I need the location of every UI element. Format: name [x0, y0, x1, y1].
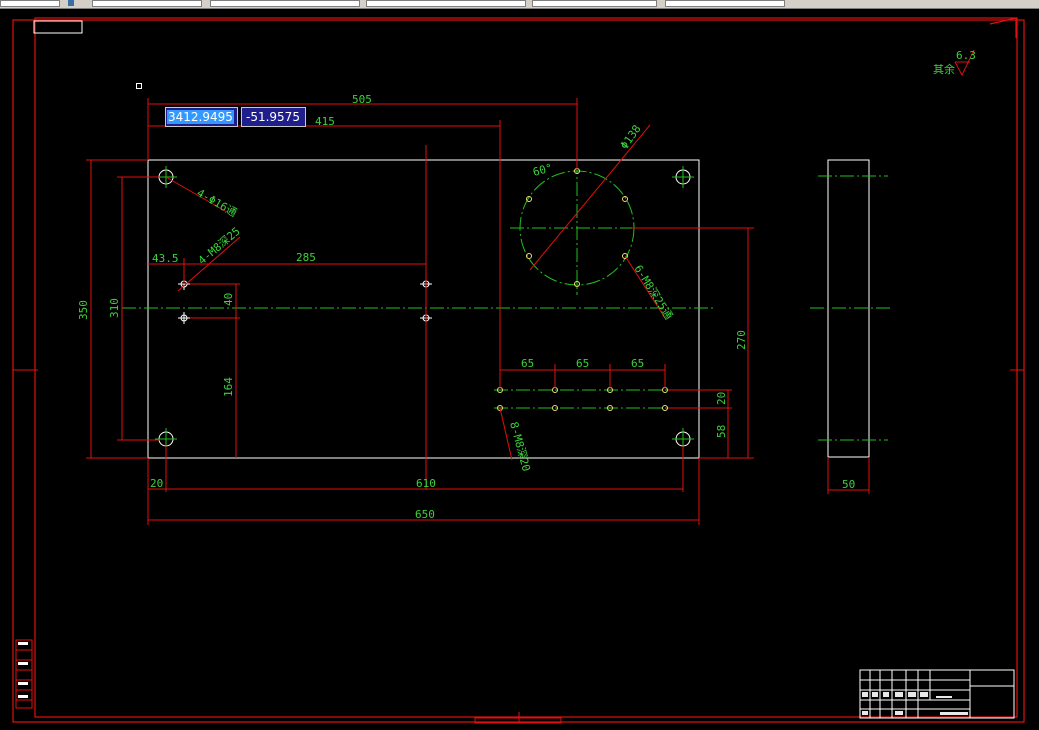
roughness-value: 6.3: [956, 49, 976, 62]
top-toolbar: [0, 0, 1039, 9]
dim-65-b: 65: [576, 357, 589, 370]
dim-58: 58: [715, 425, 728, 438]
toolbar-field-2[interactable]: [92, 0, 202, 7]
drawing-title-box: [33, 20, 83, 34]
centering-marks: [13, 369, 1024, 722]
dim-310: 310: [108, 298, 121, 318]
toolbar-field-1[interactable]: [0, 0, 60, 7]
dimension-lines: [86, 98, 870, 525]
callout-m8-eight: 8-M8深20: [507, 420, 533, 472]
dim-505: 505: [352, 93, 372, 106]
dim-20-bottom: 20: [150, 477, 163, 490]
hole-row: [497, 387, 668, 411]
m8-holes: [178, 278, 432, 324]
toolbar-field-6[interactable]: [665, 0, 785, 7]
revision-strip-labels: [18, 642, 28, 698]
callout-holes-16: 4-Φ16通: [195, 186, 240, 219]
dim-20-right: 20: [715, 392, 728, 405]
toolbar-field-4[interactable]: [366, 0, 526, 7]
dim-65-c: 65: [631, 357, 644, 370]
dim-270: 270: [735, 330, 748, 350]
title-block: [859, 669, 1015, 719]
dim-650: 650: [415, 508, 435, 521]
revision-strip: [15, 639, 33, 709]
coordinate-y-input[interactable]: -51.9575: [241, 107, 306, 127]
dim-610: 610: [416, 477, 436, 490]
toolbar-icon[interactable]: [68, 0, 74, 6]
roughness-label: 其余: [933, 62, 955, 76]
dim-65-a: 65: [521, 357, 534, 370]
dim-350: 350: [77, 300, 90, 320]
toolbar-field-5[interactable]: [532, 0, 657, 7]
cursor-pickbox: [136, 83, 142, 89]
callout-angle-60: 60°: [531, 161, 554, 179]
dim-415: 415: [315, 115, 335, 128]
dim-164: 164: [222, 377, 235, 397]
callout-m8-25: 4-M8深25: [196, 225, 243, 268]
center-lines: [122, 160, 893, 441]
roughness-symbol: 6.3 其余: [933, 49, 976, 77]
dim-40: 40: [222, 293, 235, 306]
coordinate-x-value: 3412.9495: [167, 110, 234, 124]
coordinate-x-input[interactable]: 3412.9495: [165, 107, 238, 127]
bottom-ruler: [474, 717, 562, 724]
dim-285: 285: [296, 251, 316, 264]
main-plate-outline: [147, 159, 700, 459]
callout-m8-six: 6-M8深25通: [631, 263, 675, 322]
dim-43-5: 43.5: [152, 252, 179, 265]
title-block-marks: [862, 692, 968, 715]
toolbar-field-3[interactable]: [210, 0, 360, 7]
cad-drawing-canvas[interactable]: 505 415 350 310 43.5 285 40 164 20 610 6…: [0, 8, 1039, 730]
coordinate-y-value: -51.9575: [246, 110, 300, 124]
dim-50: 50: [842, 478, 855, 491]
